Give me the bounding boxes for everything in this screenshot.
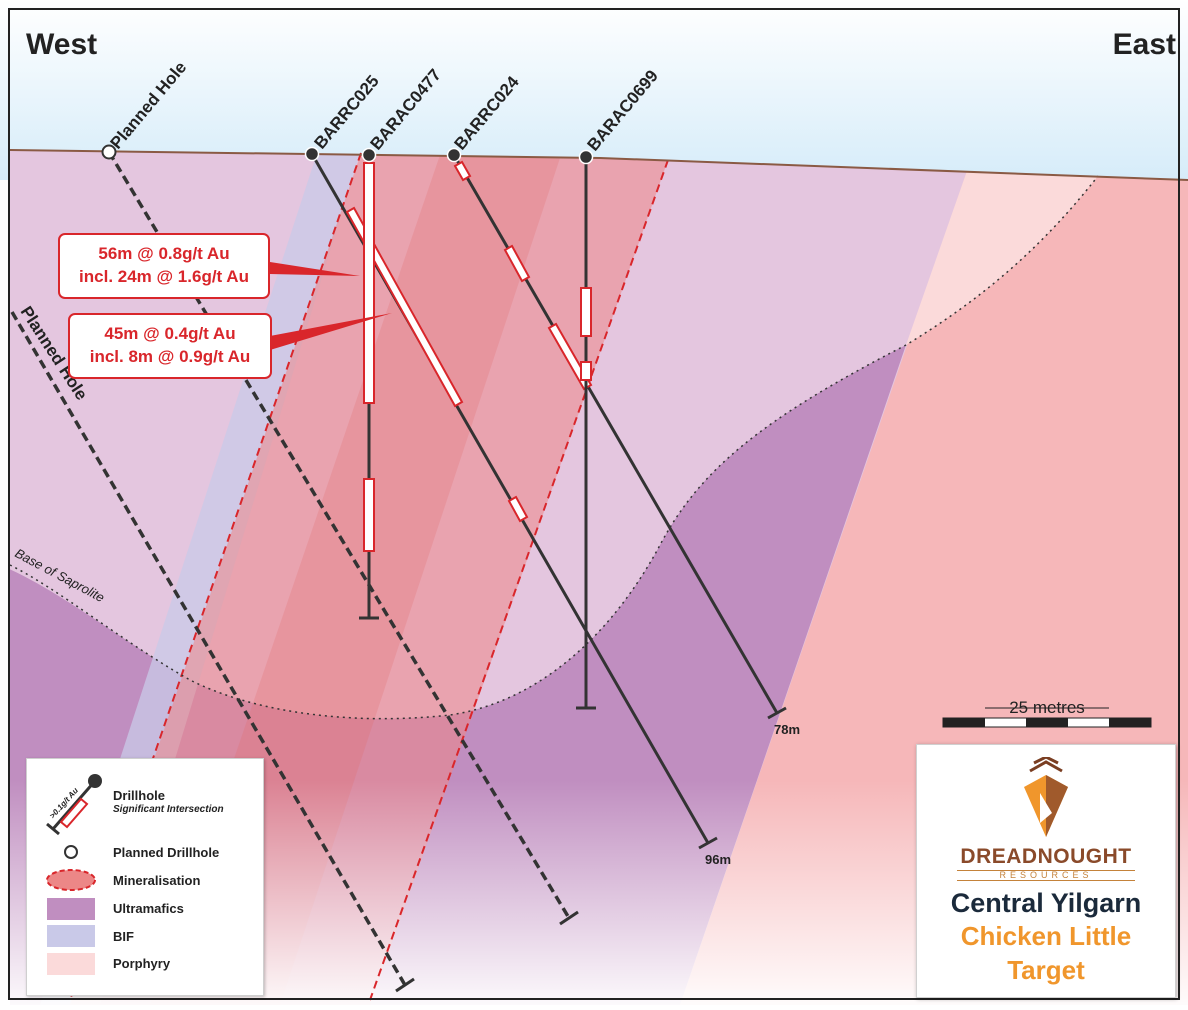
legend-ultramafics-swatch xyxy=(47,898,95,920)
intercept-1-line1: 56m @ 0.8g/t Au xyxy=(98,244,230,263)
legend-ultramafics-label: Ultramafics xyxy=(113,901,184,916)
legend-intersection-label: Significant Intersection xyxy=(113,804,224,815)
intercept-callout-1: 56m @ 0.8g/t Au incl. 24m @ 1.6g/t Au xyxy=(58,233,270,299)
sky xyxy=(0,0,1188,180)
intersection-barac0477-b xyxy=(363,478,375,552)
intersection-barrc024-a xyxy=(453,160,472,182)
drillhole-barac0477 xyxy=(359,147,379,620)
intercept-2-line1: 45m @ 0.4g/t Au xyxy=(104,324,236,343)
intercept-1-line2: incl. 24m @ 1.6g/t Au xyxy=(79,267,249,286)
intersection-barrc025-a xyxy=(345,206,464,408)
frame xyxy=(8,8,1180,1000)
legend: >0.1g/t Au Drillhole Significant Interse… xyxy=(26,758,264,996)
depth-label-78m: 78m xyxy=(774,722,800,737)
mineralisation-boundary-east xyxy=(369,159,669,1001)
project-name: Central Yilgarn xyxy=(950,888,1142,918)
legend-drillhole-label: Drillhole xyxy=(113,788,166,803)
brand-sub: RESOURCES xyxy=(957,870,1135,881)
drillhole-barrc025 xyxy=(304,146,718,850)
legend-porphyry-label: Porphyry xyxy=(113,956,171,971)
planned-hole-2 xyxy=(10,311,415,993)
legend-planned-label: Planned Drillhole xyxy=(113,845,220,860)
scale-bar: 25 metres xyxy=(942,698,1152,728)
drillhole-barac0699 xyxy=(576,149,596,710)
intersection-barrc025-b xyxy=(507,495,529,523)
intersection-barrc024-b xyxy=(503,244,531,283)
intercept-2-line2: incl. 8m @ 0.9g/t Au xyxy=(89,347,251,366)
legend-planned-icon xyxy=(64,845,78,859)
porphyry-weathered xyxy=(906,168,1098,345)
intersection-barac0699-a xyxy=(580,287,592,337)
ground-surface xyxy=(9,149,1188,181)
west-label: West xyxy=(26,28,97,61)
base-of-saprolite-line xyxy=(9,175,1099,720)
legend-mineralisation-swatch xyxy=(46,869,96,891)
target-line-1: Chicken Little xyxy=(960,921,1132,951)
legend-bif-label: BIF xyxy=(113,929,134,944)
legend-porphyry-swatch xyxy=(47,953,95,975)
legend-mineralisation-label: Mineralisation xyxy=(113,873,201,888)
depth-label-96m: 96m xyxy=(705,852,731,867)
intersection-barac0477-a xyxy=(363,162,375,404)
callout-pointer-2 xyxy=(270,313,392,350)
brand-name: DREADNOUGHT xyxy=(960,845,1132,868)
legend-drillhole-icon: >0.1g/t Au xyxy=(46,774,102,836)
intersection-barac0699-b xyxy=(580,361,592,381)
callout-pointer-1 xyxy=(270,262,360,276)
east-label: East xyxy=(1113,28,1176,61)
legend-bif-swatch xyxy=(47,925,95,947)
scale-bar-label: 25 metres xyxy=(1009,698,1085,717)
target-line-2: Target xyxy=(1007,955,1085,985)
intercept-callout-2: 45m @ 0.4g/t Au incl. 8m @ 0.9g/t Au xyxy=(68,313,272,379)
dreadnought-logo-icon xyxy=(1024,757,1068,837)
title-block: DREADNOUGHT RESOURCES Central Yilgarn Ch… xyxy=(916,744,1176,998)
